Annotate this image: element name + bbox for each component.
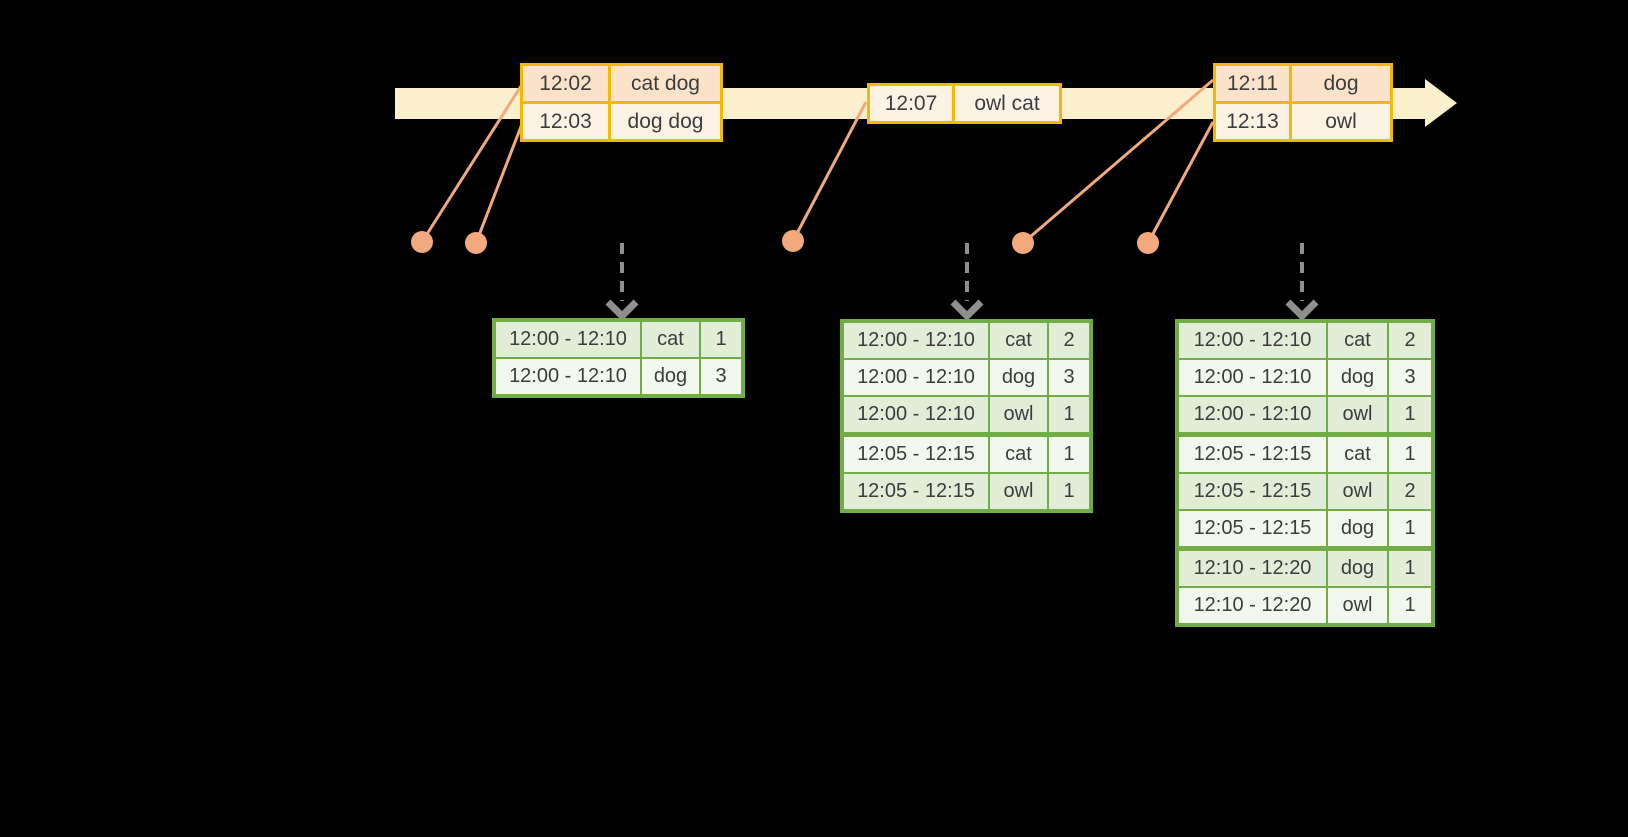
table-cell: 12:05 - 12:15 (844, 437, 988, 472)
table-cell: 12:00 - 12:10 (496, 322, 640, 357)
table-cell: dog (990, 360, 1047, 395)
table-cell: 1 (701, 322, 741, 357)
event-dot-icon (782, 230, 804, 252)
event-dot-icon (1137, 232, 1159, 254)
table-cell: dog (1328, 511, 1387, 546)
trigger-arrows (605, 243, 1319, 321)
table-cell: cat (990, 323, 1047, 358)
table-cell: owl (990, 397, 1047, 432)
table-cell: 1 (1389, 588, 1431, 623)
table-cell: 2 (1049, 323, 1089, 358)
table-cell: 1 (1389, 551, 1431, 586)
table-cell: 12:05 - 12:15 (1179, 437, 1326, 472)
arrow-down-icon (1285, 299, 1319, 321)
table-cell: 2 (1389, 474, 1431, 509)
table-cell: 12:10 - 12:20 (1179, 551, 1326, 586)
table-cell: 1 (1389, 437, 1431, 472)
table-cell: 2 (1389, 323, 1431, 358)
table-cell: 1 (1049, 474, 1089, 509)
table-cell: cat (990, 437, 1047, 472)
table-cell: 12:00 - 12:10 (496, 359, 640, 394)
timeline-arrowhead-icon (1425, 79, 1457, 127)
table-cell: cat (1328, 437, 1387, 472)
table-cell: dog dog (611, 104, 720, 139)
table-cell: owl (1328, 397, 1387, 432)
table-cell: cat (642, 322, 699, 357)
table-cell: owl (1328, 588, 1387, 623)
table-cell: 3 (701, 359, 741, 394)
table-cell: 12:05 - 12:15 (844, 474, 988, 509)
table-cell: 12:10 - 12:20 (1179, 588, 1326, 623)
table-cell: owl (990, 474, 1047, 509)
table-cell: 12:13 (1216, 104, 1289, 139)
table-cell: 12:00 - 12:10 (1179, 323, 1326, 358)
table-cell: 3 (1049, 360, 1089, 395)
table-cell: 1 (1389, 511, 1431, 546)
table-cell: 12:00 - 12:10 (1179, 397, 1326, 432)
table-cell: 12:00 - 12:10 (1179, 360, 1326, 395)
arrow-down-icon (950, 299, 984, 321)
connector-line (791, 101, 868, 242)
table-cell: 3 (1389, 360, 1431, 395)
table-cell: owl cat (955, 86, 1059, 121)
table-cell: cat (1328, 323, 1387, 358)
arrow-down-icon (605, 299, 639, 321)
table-cell: 12:02 (523, 66, 608, 101)
event-dots (411, 230, 1159, 254)
table-cell: 12:11 (1216, 66, 1289, 101)
table-cell: dog (642, 359, 699, 394)
table-cell: 12:05 - 12:15 (1179, 511, 1326, 546)
table-cell: 12:00 - 12:10 (844, 397, 988, 432)
table-cell: dog (1328, 360, 1387, 395)
table-cell: 12:00 - 12:10 (844, 360, 988, 395)
table-cell: 1 (1389, 397, 1431, 432)
event-dot-icon (411, 231, 433, 253)
connector-line (1146, 121, 1215, 244)
event-dot-icon (1012, 232, 1034, 254)
table-cell: 12:03 (523, 104, 608, 139)
table-cell: cat dog (611, 66, 720, 101)
table-cell: dog (1292, 66, 1390, 101)
table-cell: 12:05 - 12:15 (1179, 474, 1326, 509)
connector-line (474, 123, 524, 244)
event-dot-icon (465, 232, 487, 254)
table-cell: 1 (1049, 397, 1089, 432)
table-cell: owl (1328, 474, 1387, 509)
table-cell: owl (1292, 104, 1390, 139)
table-cell: dog (1328, 551, 1387, 586)
table-cell: 12:07 (870, 86, 952, 121)
table-cell: 12:00 - 12:10 (844, 323, 988, 358)
connector-line (420, 85, 523, 243)
table-cell: 1 (1049, 437, 1089, 472)
